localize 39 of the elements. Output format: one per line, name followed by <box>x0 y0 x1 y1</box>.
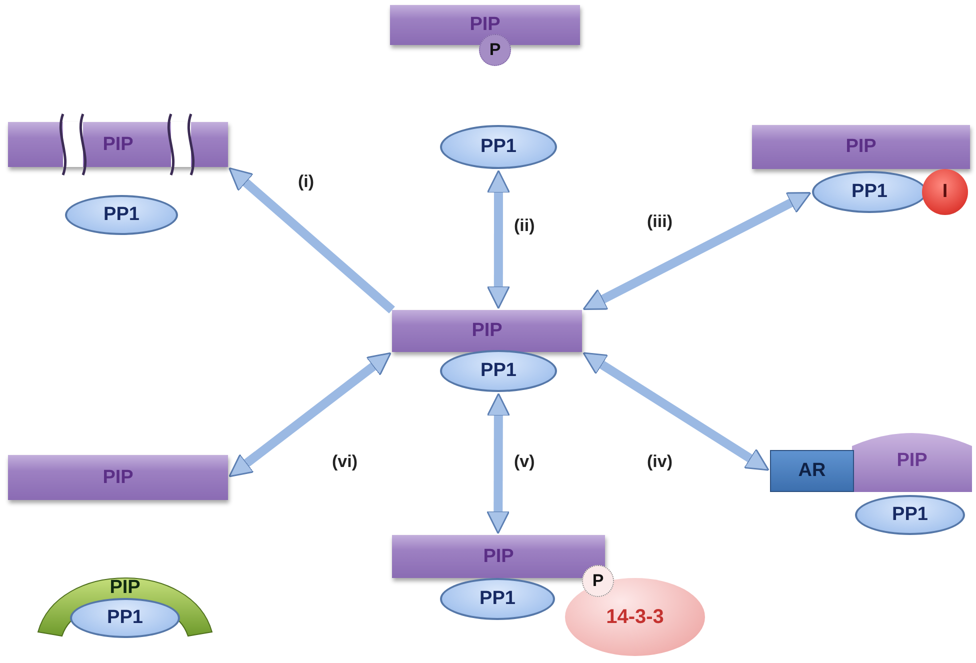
protein-label: PP1 <box>480 588 516 610</box>
protein-label: PIP <box>896 450 928 472</box>
protein-label: PIP <box>110 577 140 599</box>
protein-label: PIP <box>102 134 134 156</box>
edge-label: (iii) <box>645 212 674 232</box>
double-arrow <box>228 352 392 478</box>
receptor-box <box>770 450 854 492</box>
protein-bar <box>392 310 582 352</box>
protein-label: P <box>592 571 604 591</box>
protein-label: PP1 <box>107 607 143 629</box>
protein-label: PIP <box>102 466 134 488</box>
double-arrow <box>486 392 510 534</box>
protein-bar <box>752 125 970 169</box>
protein-label: PP1 <box>480 360 516 382</box>
protein-label: P <box>489 40 501 60</box>
double-arrow <box>582 352 770 471</box>
protein-bar <box>390 5 580 45</box>
edge-label: (iv) <box>645 452 674 472</box>
double-arrow <box>582 192 812 310</box>
phosphate-circle <box>479 34 511 66</box>
protein-label: PIP <box>472 320 502 342</box>
protein-label: PP1 <box>480 136 516 158</box>
edge-label: (ii) <box>512 216 537 236</box>
protein-label: PIP <box>483 546 514 568</box>
protein-label: PP1 <box>104 204 140 226</box>
protein-bar <box>8 455 228 500</box>
protein-label: PP1 <box>892 504 928 526</box>
protein-label: PIP <box>470 14 500 36</box>
edge-label: (v) <box>512 452 537 472</box>
protein-label: I <box>942 181 948 203</box>
inhibitor-circle <box>922 169 968 215</box>
double-arrow <box>486 170 510 310</box>
protein-label: AR <box>798 460 826 482</box>
edge-label: (vi) <box>330 452 360 472</box>
protein-label: 14-3-3 <box>606 606 664 628</box>
edge-label: (i) <box>296 172 316 192</box>
arrow <box>228 167 395 314</box>
protein-label: PP1 <box>852 181 888 203</box>
protein-label: PIP <box>846 136 876 158</box>
